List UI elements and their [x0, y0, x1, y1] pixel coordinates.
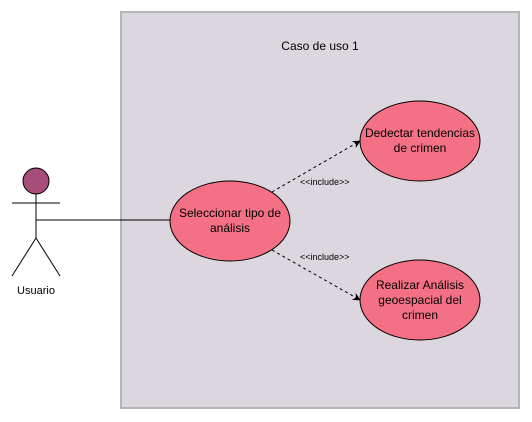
include-label-trends: <<include>>	[300, 177, 350, 187]
include-label-geo: <<include>>	[300, 252, 350, 262]
include-arrow-geo	[271, 249, 361, 301]
include-arrow-trends	[271, 140, 361, 193]
system-title: Caso de uso 1	[281, 39, 359, 53]
actor-right-leg	[35, 237, 61, 277]
actor-left-leg	[11, 237, 37, 277]
use-case-trends-ellipse	[359, 100, 481, 182]
use-case-trends-label[interactable]: Dedectar tendencias de crimen	[364, 126, 476, 155]
use-case-geo-ellipse	[359, 259, 481, 341]
actor-head	[22, 167, 50, 195]
use-case-geo-label[interactable]: Realizar Análisis geoespacial del crimen	[375, 277, 465, 322]
use-case-select-label[interactable]: Seleccionar tipo de análisis	[178, 206, 282, 235]
actor-figure[interactable]	[11, 167, 61, 277]
actor-name: Usuario	[17, 285, 55, 297]
use-case-select-ellipse	[169, 180, 291, 262]
